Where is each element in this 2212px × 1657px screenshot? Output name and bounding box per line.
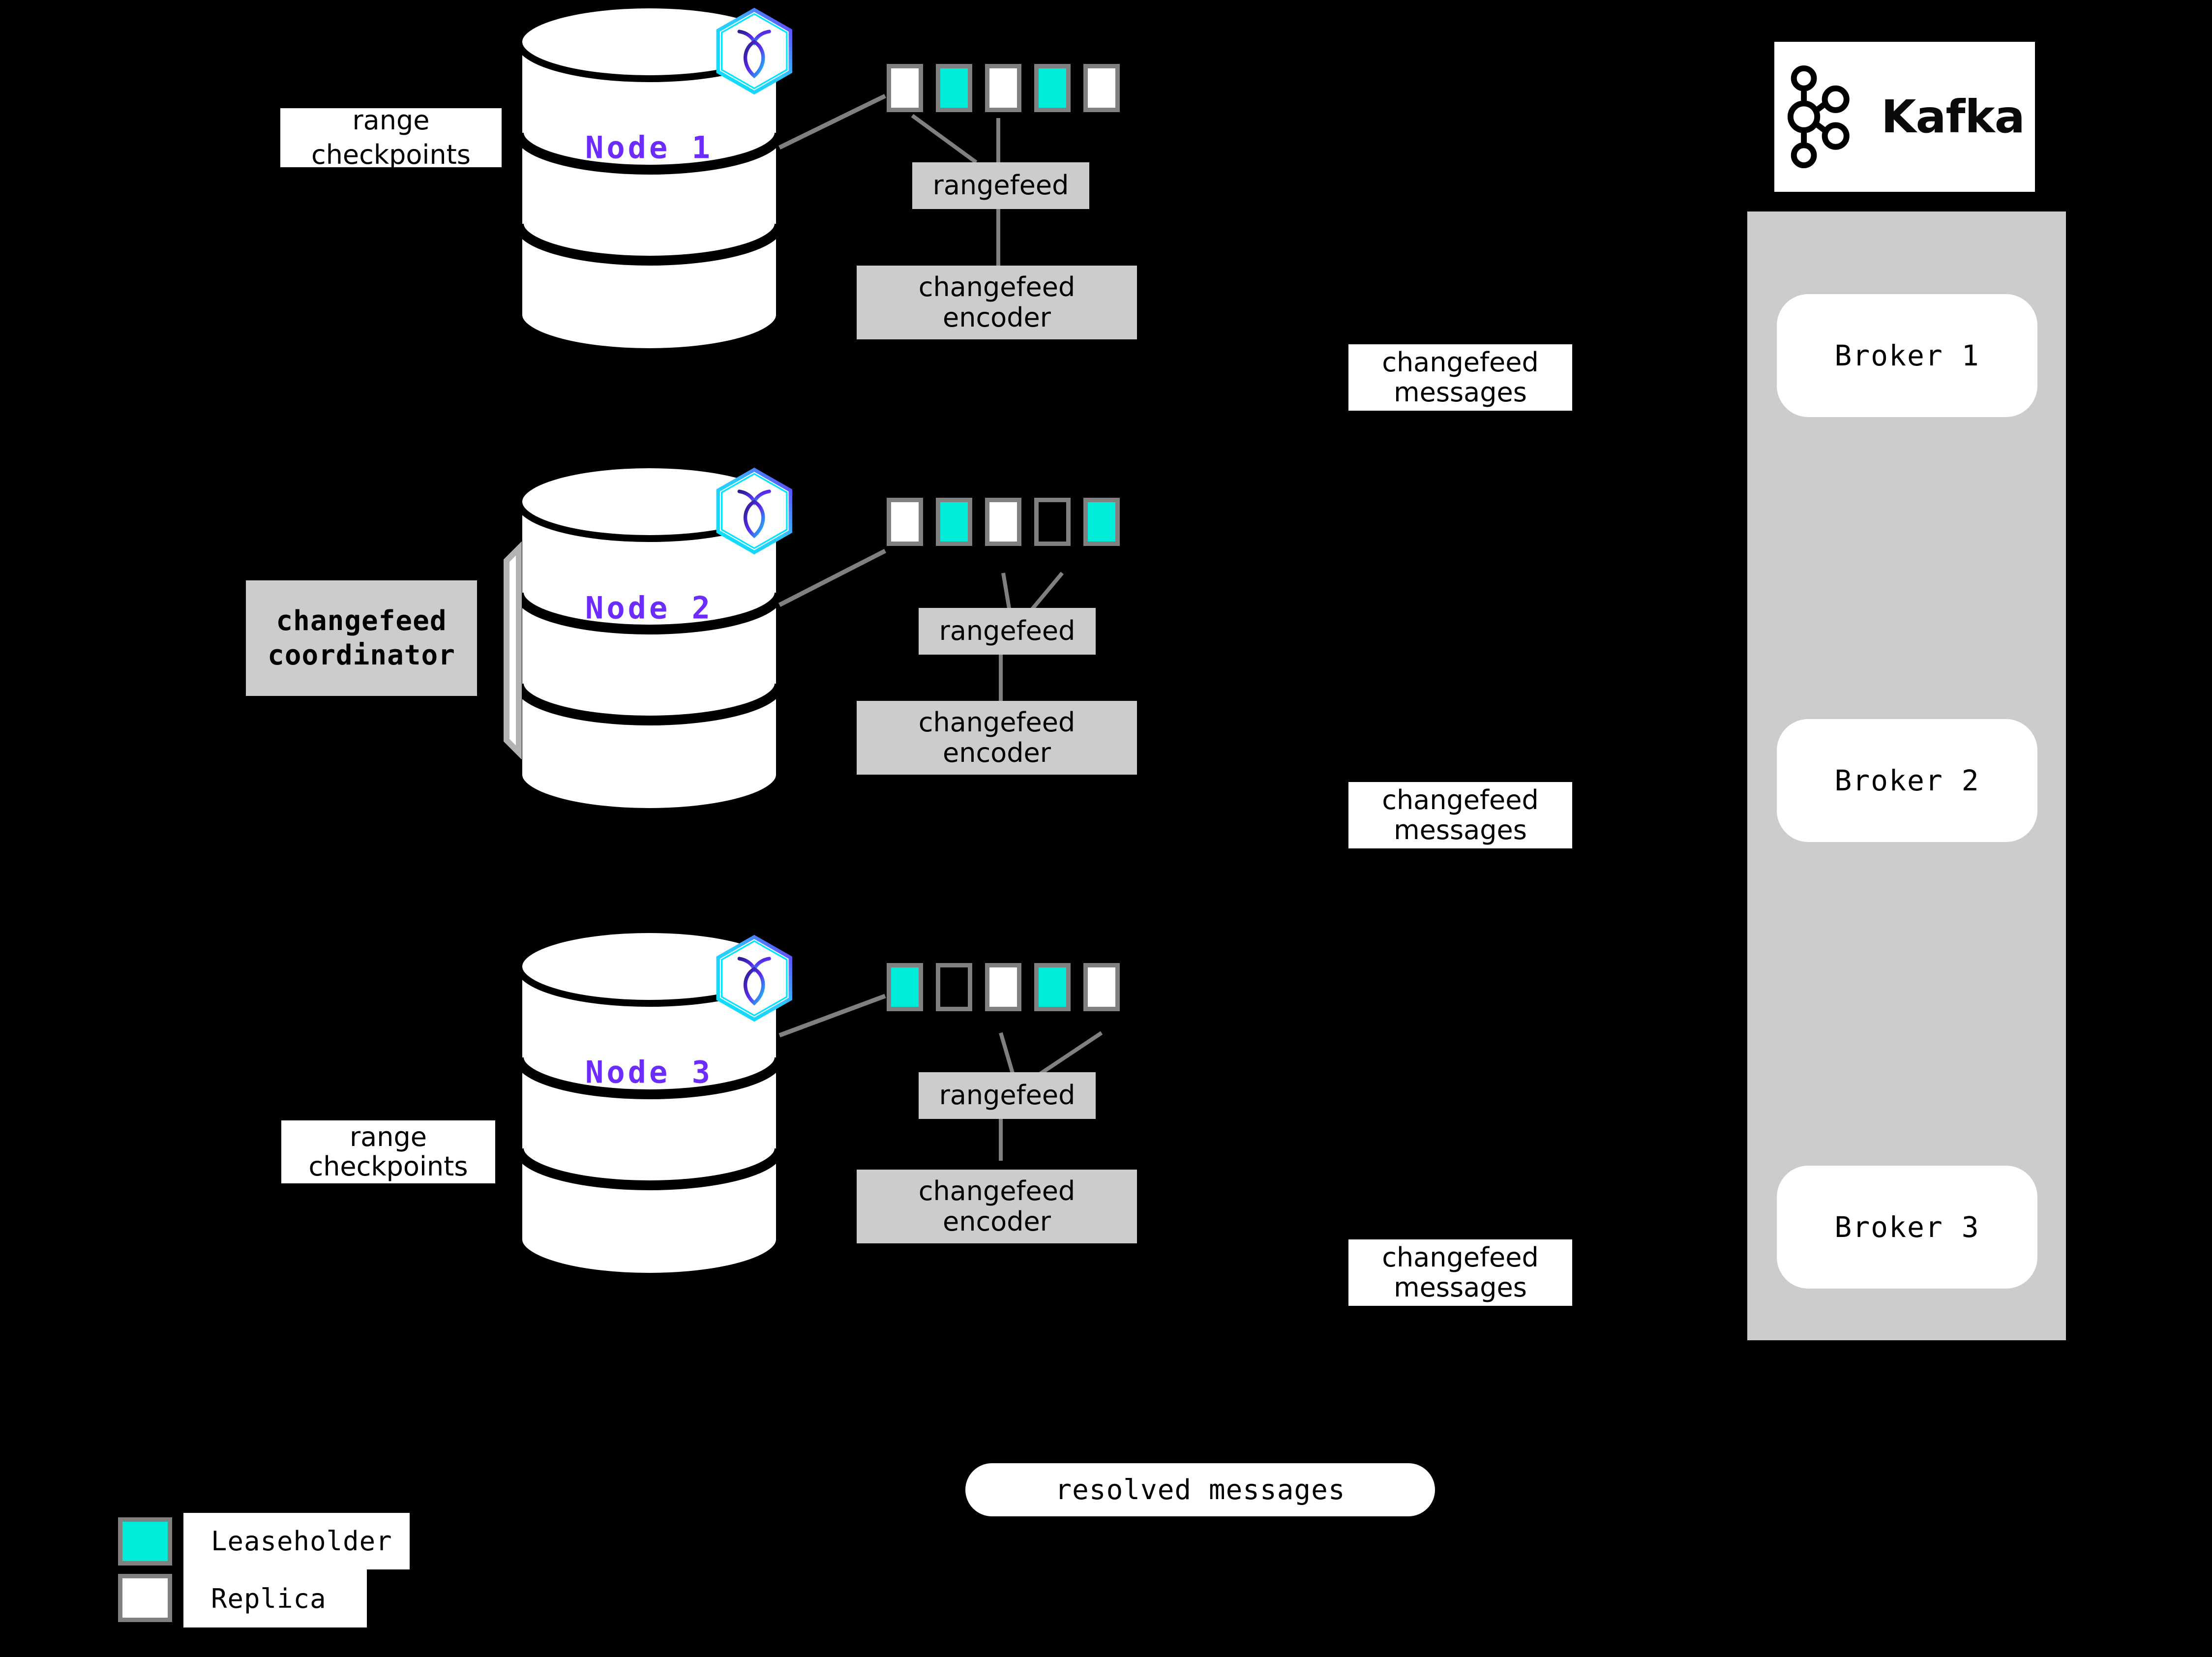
node-2-range-1[interactable] (887, 498, 923, 546)
legend-replica-swatch (118, 1574, 172, 1622)
node-2-range-connector (778, 548, 887, 607)
node-1-changefeed-encoder-box[interactable]: changefeed encoder (857, 266, 1137, 339)
changefeed-messages-label-3: changefeed messages (1348, 1239, 1572, 1306)
kafka-wordmark: Kafka (1881, 90, 2025, 143)
node-1-range-2[interactable] (936, 64, 972, 112)
node-3-range-2[interactable] (936, 963, 972, 1011)
node-2-label: Node 2 (585, 590, 713, 626)
range-checkpoints-line-1: range (349, 1121, 427, 1152)
encoder-line-1: changefeed (918, 271, 1076, 302)
changefeed-messages-line-2: messages (1394, 376, 1527, 408)
kafka-logo-card: Kafka (1774, 42, 2035, 192)
broker-2-box[interactable]: Broker 2 (1777, 719, 2037, 842)
cockroachdb-hexagon-icon (716, 467, 792, 555)
node-3-cylinder (514, 926, 784, 1280)
node-1-range-1[interactable] (887, 64, 923, 112)
node-1-cylinder (514, 1, 784, 355)
node-2-range-2[interactable] (936, 498, 972, 546)
range-checkpoints-label-bottom: range checkpoints (281, 1120, 495, 1183)
node-2-range-4[interactable] (1034, 498, 1071, 546)
broker-3-box[interactable]: Broker 3 (1777, 1166, 2037, 1289)
encoder-line-2: encoder (943, 1206, 1051, 1237)
broker-1-box[interactable]: Broker 1 (1777, 294, 2037, 417)
node-1-rangefeed-box[interactable]: rangefeed (912, 162, 1089, 209)
node-3-changefeed-encoder-box[interactable]: changefeed encoder (857, 1170, 1137, 1243)
node-1-range-4[interactable] (1034, 64, 1071, 112)
node-2-cylinder (514, 461, 784, 815)
changefeed-messages-label-1: changefeed messages (1348, 344, 1572, 411)
changefeed-flow-arrows (1140, 302, 1745, 1448)
coordinator-line-1: changefeed (276, 604, 447, 637)
node-2-rangefeed-box[interactable]: rangefeed (919, 608, 1096, 655)
range-checkpoints-line-2: checkpoints (308, 1151, 468, 1182)
node-3-range-5[interactable] (1083, 963, 1120, 1011)
cockroachdb-hexagon-icon (716, 934, 792, 1022)
node-3-range-4[interactable] (1034, 963, 1071, 1011)
node-1-label: Node 1 (585, 129, 713, 166)
range-checkpoints-line-2: checkpoints (311, 139, 471, 167)
encoder-line-2: encoder (943, 737, 1051, 768)
changefeed-messages-line-1: changefeed (1382, 347, 1539, 378)
coordinator-line-2: coordinator (268, 639, 455, 671)
changefeed-messages-line-2: messages (1394, 814, 1527, 845)
node-2-changefeed-encoder-box[interactable]: changefeed encoder (857, 701, 1137, 775)
node-2-range-5[interactable] (1083, 498, 1120, 546)
range-checkpoints-label-top: range checkpoints (280, 108, 502, 167)
node-3-rangefeed-box[interactable]: rangefeed (919, 1072, 1096, 1119)
range-checkpoints-line-1: range (352, 108, 430, 136)
cockroachdb-hexagon-icon (716, 7, 792, 95)
changefeed-coordinator-box[interactable]: changefeed coordinator (246, 580, 477, 696)
changefeed-messages-line-2: messages (1394, 1271, 1527, 1303)
node-1-range-connector (778, 93, 886, 150)
changefeed-messages-line-1: changefeed (1382, 784, 1539, 816)
coordinator-pointer (504, 541, 522, 760)
changefeed-messages-line-1: changefeed (1382, 1242, 1539, 1273)
node-1-range-5[interactable] (1083, 64, 1120, 112)
resolved-messages-pill[interactable]: resolved messages (965, 1463, 1435, 1516)
node-3-range-1[interactable] (887, 963, 923, 1011)
node-3-range-3[interactable] (985, 963, 1021, 1011)
legend-leaseholder-label: Leaseholder (183, 1513, 410, 1569)
node-1-range-3[interactable] (985, 64, 1021, 112)
legend-replica-label: Replica (183, 1569, 367, 1627)
legend-leaseholder-swatch (118, 1517, 172, 1566)
encoder-line-2: encoder (943, 302, 1051, 333)
encoder-line-1: changefeed (918, 1175, 1076, 1206)
node-3-label: Node 3 (585, 1054, 713, 1090)
encoder-line-1: changefeed (918, 706, 1076, 738)
changefeed-messages-label-2: changefeed messages (1348, 782, 1572, 848)
node-2-range-3[interactable] (985, 498, 1021, 546)
node-3-range-connector (778, 994, 886, 1038)
kafka-graph-icon (1788, 65, 1850, 169)
